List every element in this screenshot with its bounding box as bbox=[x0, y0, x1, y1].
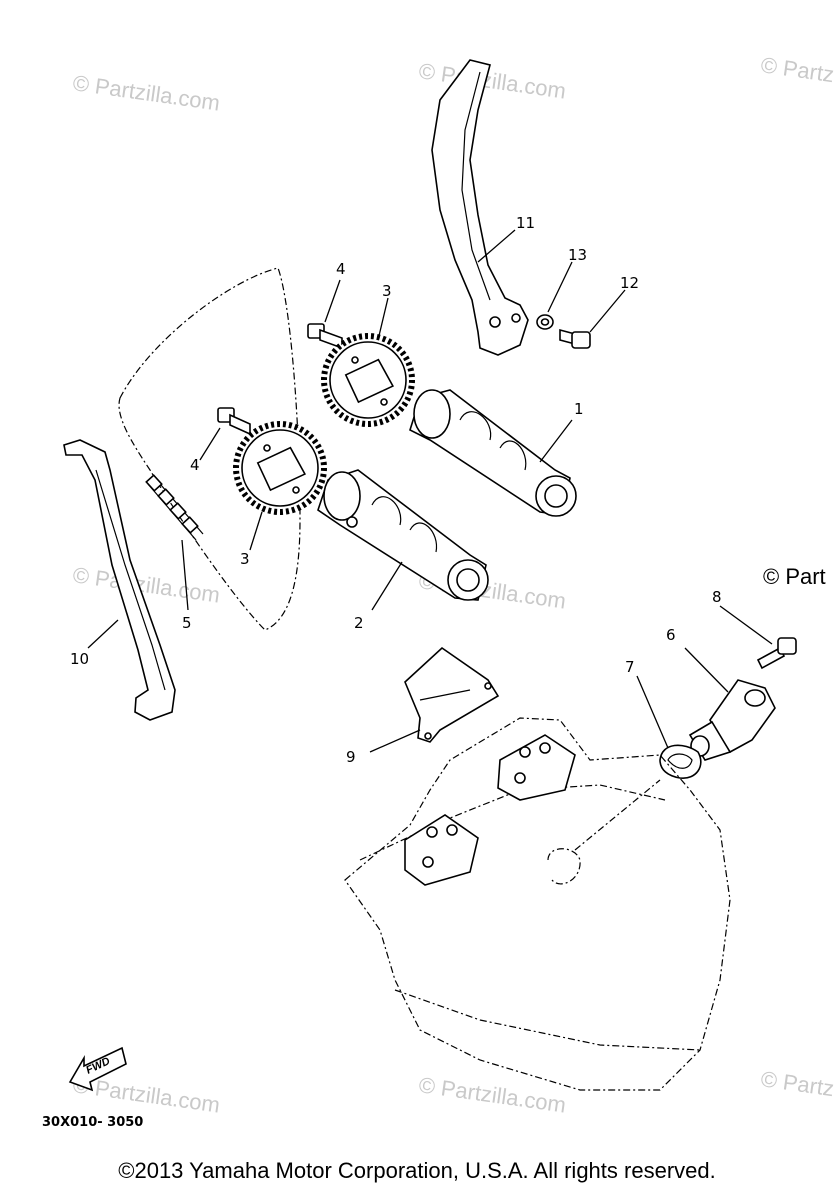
leader-5 bbox=[181, 539, 189, 611]
watermark: © Partzilla.com bbox=[417, 58, 567, 103]
cam-chain-links bbox=[145, 474, 204, 541]
leader-11 bbox=[477, 229, 516, 263]
callout-2: 2 bbox=[354, 614, 364, 632]
leader-8 bbox=[719, 605, 773, 645]
chain-guide-upper bbox=[431, 59, 529, 356]
callout-9: 9 bbox=[346, 748, 356, 766]
leader-1 bbox=[539, 419, 573, 463]
leader-4b bbox=[199, 427, 221, 461]
chain-guide-left bbox=[63, 439, 176, 721]
callout-7: 7 bbox=[625, 658, 635, 676]
leader-10 bbox=[87, 619, 119, 649]
callout-1: 1 bbox=[574, 400, 584, 418]
callout-4a: 4 bbox=[336, 260, 346, 278]
callout-3a: 3 bbox=[382, 282, 392, 300]
callout-4b: 4 bbox=[190, 456, 200, 474]
diagram-code: 30X010- 3050 bbox=[42, 1115, 143, 1130]
watermark: © Partzilla.com bbox=[759, 52, 834, 97]
camshaft-upper bbox=[409, 389, 577, 517]
bolt-upper bbox=[307, 323, 343, 350]
bolt-guide bbox=[559, 328, 591, 349]
leader-13 bbox=[547, 261, 573, 313]
washer bbox=[536, 314, 554, 330]
cam-chain-outline bbox=[118, 267, 301, 631]
callout-8: 8 bbox=[712, 588, 722, 606]
tensioner-bolt bbox=[756, 637, 797, 670]
camshaft-lower bbox=[317, 469, 489, 601]
watermark: © Partzilla.com bbox=[71, 562, 221, 607]
leader-2 bbox=[371, 561, 403, 611]
callout-6: 6 bbox=[666, 626, 676, 644]
bolt-lower bbox=[217, 407, 251, 436]
watermark: © Partzilla.com bbox=[759, 1066, 834, 1111]
leader-4a bbox=[324, 279, 341, 323]
callout-13: 13 bbox=[568, 246, 587, 264]
callout-12: 12 bbox=[620, 274, 639, 292]
leader-9 bbox=[369, 729, 421, 753]
leader-7 bbox=[636, 675, 669, 749]
cover-plate bbox=[404, 646, 500, 743]
leader-3b bbox=[249, 511, 263, 551]
callout-10: 10 bbox=[70, 650, 89, 668]
cam-sprocket-lower bbox=[233, 421, 327, 515]
callout-11: 11 bbox=[516, 214, 535, 232]
tensioner-gasket bbox=[659, 744, 702, 779]
rocker-detail-lower bbox=[404, 814, 479, 886]
cam-sprocket-upper bbox=[321, 333, 415, 427]
callout-5: 5 bbox=[182, 614, 192, 632]
cam-chain-tensioner bbox=[688, 679, 776, 761]
leader-6 bbox=[684, 647, 729, 693]
leader-3a bbox=[377, 297, 389, 341]
copyright-notice: ©2013 Yamaha Motor Corporation, U.S.A. A… bbox=[118, 1158, 716, 1183]
watermark: © Partzilla.com bbox=[71, 70, 221, 115]
leader-12 bbox=[589, 289, 626, 333]
callout-3b: 3 bbox=[240, 550, 250, 568]
watermark-partial: © Part bbox=[763, 564, 826, 589]
rocker-detail-upper bbox=[497, 734, 576, 801]
